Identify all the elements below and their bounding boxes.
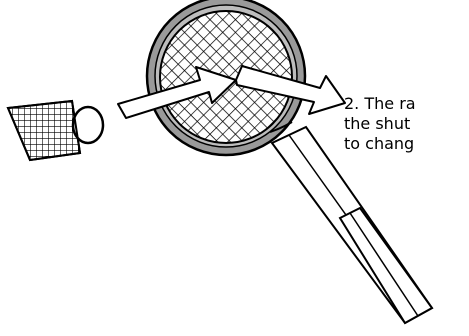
caption-line: 2. The ra <box>344 94 469 114</box>
caption-text: 2. The ra the shut to chang <box>344 94 469 154</box>
racket-handle <box>272 127 432 323</box>
shuttlecock-icon <box>8 101 103 160</box>
caption-line: the shut <box>344 114 469 134</box>
caption-line: to chang <box>344 134 469 154</box>
